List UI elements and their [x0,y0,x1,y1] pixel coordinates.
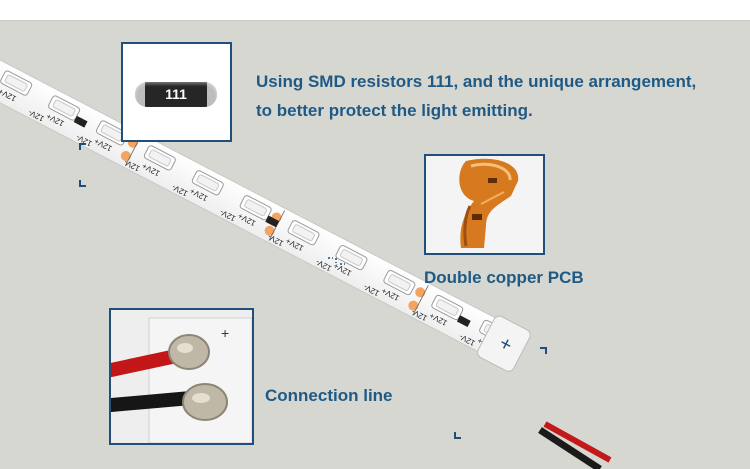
smd-resistor-chip: 111 [135,82,217,107]
connector-plus-mark: + [221,325,229,341]
solder-pad [408,300,419,311]
smd-caption-line-1: Using SMD resistors 111, and the unique … [256,72,697,91]
curled-pcb-image [459,158,519,248]
smd-resistor-callout: 111 [121,42,232,142]
smd-caption: Using SMD resistors 111, and the unique … [256,67,696,125]
led-lens [435,299,459,316]
smd-resistor-on-strip [456,315,471,328]
solder-pad [415,287,426,298]
led-lens [292,224,315,242]
focus-crosshair-marker [328,257,345,265]
led-lens [387,274,411,291]
black-wire [538,427,602,469]
led-lens [340,249,363,267]
connection-caption: Connection line [265,386,393,405]
led-lens [148,149,172,167]
connection-line-photo: + [109,308,254,445]
led-lens [4,74,28,92]
strip-end-cap [477,315,531,372]
pcb-caption: Double copper PCB [424,268,584,287]
solder-pad [264,225,275,236]
led-lens [52,99,76,117]
resistor-code: 111 [165,86,187,102]
led-lens [244,199,268,217]
led-lens [196,174,220,192]
cut-line [412,285,429,316]
focus-corner-marker [540,347,547,354]
smd-caption-line-2: to better protect the light emitting. [256,101,533,120]
wire-connection-image: + [111,317,252,443]
focus-corner-marker [79,143,86,150]
focus-corner-marker [79,180,86,187]
smd-resistor-on-strip [265,215,280,228]
copper-pcb-photo [424,154,545,255]
red-wire [543,421,612,463]
top-bar [0,0,750,21]
solder-pad [120,150,131,161]
smd-resistor-on-strip [73,115,88,128]
focus-corner-marker [454,432,461,439]
